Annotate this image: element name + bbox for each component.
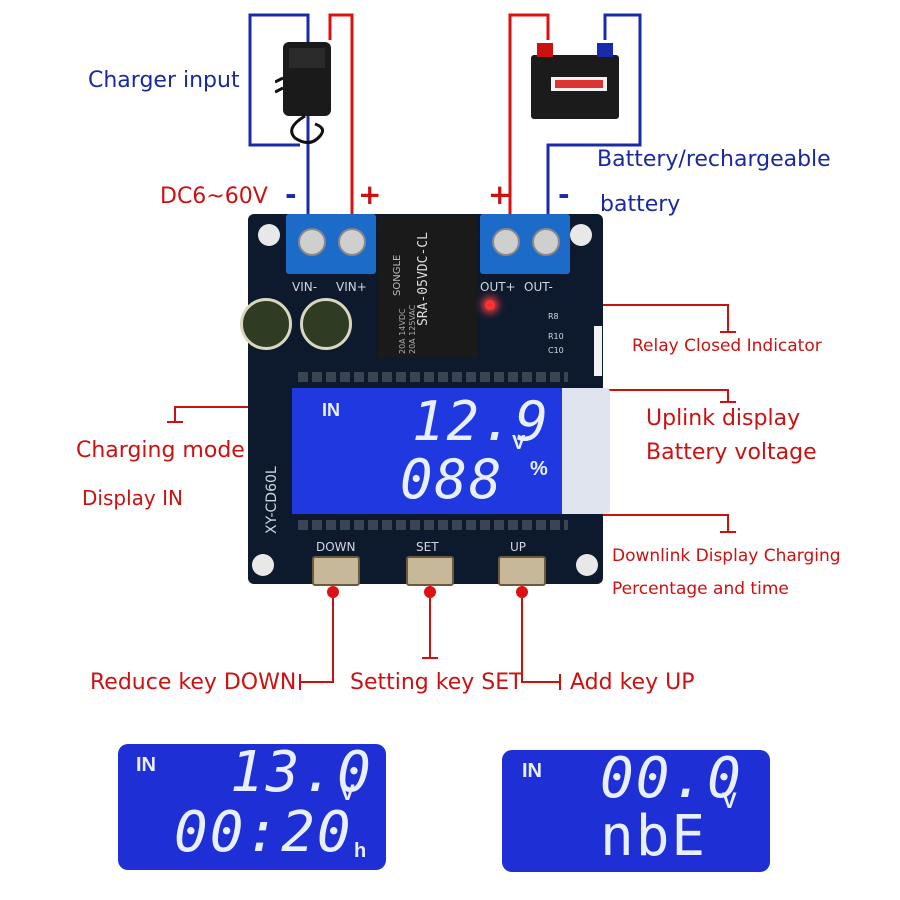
pcb-board: SRA-05VDC-CL SONGLE 20A 14VDC 20A 125VAC… (240, 214, 610, 586)
display-in-label: Display IN (82, 486, 183, 510)
lcd-left-bottom-unit: h (354, 840, 367, 862)
main-lcd-mode: IN (322, 400, 340, 420)
relay-led (485, 300, 495, 310)
lcd-example-no-battery: IN 00.0 V nbE (502, 746, 770, 872)
main-lcd-top-unit: V (512, 432, 526, 454)
vin-plus-text: VIN+ (336, 280, 367, 294)
charger-input-label: Charger input (88, 68, 240, 93)
set-button[interactable] (406, 556, 454, 586)
out-minus-sign: - (558, 178, 570, 211)
lcd-right-top-value: 00.0 (600, 746, 743, 811)
output-terminal-block (480, 214, 570, 274)
vin-minus-text: VIN- (292, 280, 318, 294)
relay-brand-text: SONGLE (392, 254, 403, 296)
mount-hole (258, 224, 280, 246)
down-button-text: DOWN (316, 540, 356, 554)
out-minus-text: OUT- (524, 280, 553, 294)
capacitor (240, 298, 292, 350)
r8-text: R8 (548, 312, 559, 321)
add-key-label: Add key UP (570, 670, 695, 695)
component-row (298, 372, 568, 382)
relay-rating1-text: 20A 14VDC (398, 308, 407, 354)
lcd-left-top-value: 13.0 (230, 740, 373, 805)
car-battery-icon (525, 35, 623, 120)
charger-adapter-icon (275, 38, 343, 144)
main-lcd-screen: IN 12.9 V 088 % (292, 388, 562, 514)
dc-range-label: DC6~60V (160, 184, 268, 209)
battery-label-line2: battery (600, 192, 681, 217)
battery-label-line1: Battery/rechargeable (597, 147, 831, 172)
capacitor (300, 298, 352, 350)
mount-hole (576, 554, 598, 576)
lcd-left-bottom-value: 00:20 (174, 800, 353, 865)
charging-mode-label: Charging mode (76, 438, 245, 463)
down-button[interactable] (312, 556, 360, 586)
c10-text: C10 (548, 346, 564, 355)
vin-plus-sign: + (358, 178, 382, 211)
lcd-left-top-unit: V (340, 780, 355, 805)
header-pins (594, 326, 602, 376)
out-plus-text: OUT+ (480, 280, 516, 294)
mount-hole (570, 224, 592, 246)
vin-minus-sign: - (285, 178, 297, 211)
relay-indicator-label: Relay Closed Indicator (632, 336, 822, 356)
uplink-label-line2: Battery voltage (646, 440, 817, 465)
board-model-text: XY-CD60L (264, 466, 280, 534)
screw-icon (532, 228, 560, 256)
reduce-key-label: Reduce key DOWN (90, 670, 297, 695)
screw-icon (338, 228, 366, 256)
lcd-left-mode: IN (136, 754, 156, 776)
main-lcd-top-value: 12.9 (412, 390, 551, 453)
set-button-text: SET (416, 540, 439, 554)
relay-rating2-text: 20A 125VAC (408, 304, 417, 354)
r10-text: R10 (548, 332, 564, 341)
out-plus-sign: + (488, 178, 512, 211)
component-row (298, 520, 568, 530)
lcd-example-charging-time: IN 13.0 V 00:20 h (118, 740, 386, 870)
input-terminal-block (286, 214, 376, 274)
uplink-label-line1: Uplink display (646, 406, 801, 431)
up-button[interactable] (498, 556, 546, 586)
relay-model-text: SRA-05VDC-CL (416, 232, 431, 326)
screw-icon (492, 228, 520, 256)
lcd-right-bottom-value: nbE (600, 804, 708, 869)
relay: SRA-05VDC-CL SONGLE 20A 14VDC 20A 125VAC (378, 216, 478, 358)
main-lcd: IN 12.9 V 088 % (292, 388, 610, 514)
main-lcd-bottom-value: 088 (400, 448, 504, 511)
up-button-text: UP (510, 540, 527, 554)
mount-hole (252, 554, 274, 576)
lcd-right-top-unit: V (722, 788, 737, 813)
lcd-right-mode: IN (522, 760, 542, 782)
downlink-label-line1: Downlink Display Charging (612, 546, 841, 566)
setting-key-label: Setting key SET (350, 670, 523, 695)
main-lcd-bottom-unit: % (530, 458, 548, 480)
screw-icon (298, 228, 326, 256)
downlink-label-line2: Percentage and time (612, 579, 789, 599)
